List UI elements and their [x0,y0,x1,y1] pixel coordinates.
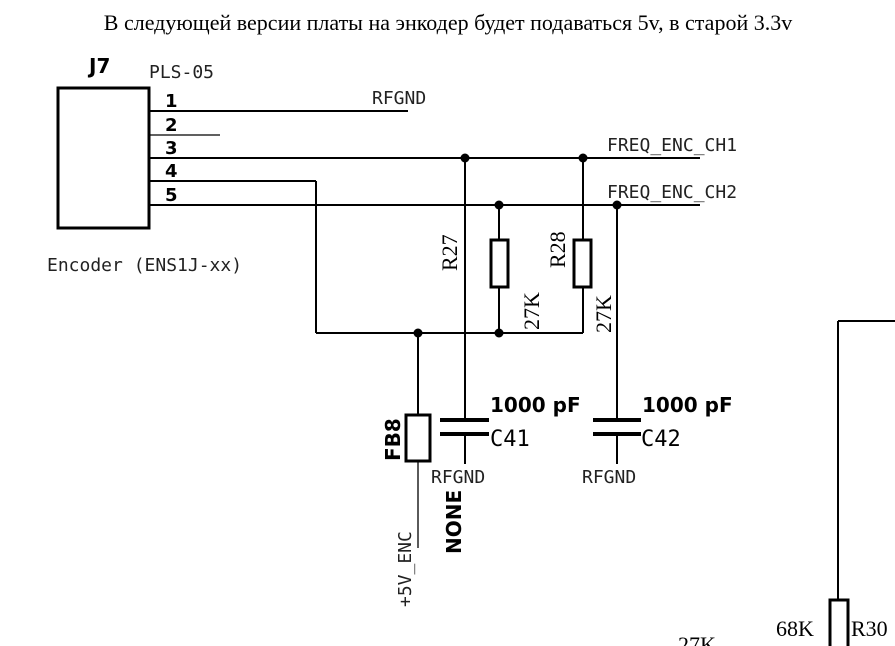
pin-4-label: 4 [165,161,178,182]
junction-dot [612,200,622,210]
junction-dot [413,328,423,338]
resistor-r27: R27 27K [437,205,544,333]
connector-body [56,86,151,230]
junction-dot [578,153,588,163]
c42-value: 1000 pF [642,393,733,417]
capacitor-c42: 1000 pF C42 RFGND [582,205,733,488]
junction-dot [494,328,504,338]
fb8-body [404,413,432,463]
net-label-supply: +5V_ENC [395,531,416,607]
pin-1-label: 1 [165,91,178,112]
net-label-ch2: FREQ_ENC_CH2 [607,182,737,203]
r30-ref: R30 [851,616,888,641]
r27-body [489,238,510,289]
pin-2-label: 2 [165,115,178,136]
net-label-rfgnd-fb: RFGND [431,467,485,488]
r27-ref: R27 [437,234,462,271]
junction-dot [494,200,504,210]
connector-part: PLS-05 [149,62,214,83]
fb8-ref: FB8 [381,418,405,461]
r28-value: 27K [591,295,616,333]
r28-ref: R28 [545,231,570,268]
connector-ref: J7 [87,54,110,78]
r30-value: 68K [776,616,814,641]
r27-value: 27K [519,292,544,330]
r30-body [828,598,850,646]
net-label-ch1: FREQ_ENC_CH1 [607,135,737,156]
r28-body [572,238,593,289]
c42-ref: C42 [641,427,681,452]
net-label-rfgnd-top: RFGND [372,88,426,109]
connector-description: Encoder (ENS1J-xx) [47,255,242,276]
pin-3-label: 3 [165,138,178,159]
c41-ref: C41 [490,427,530,452]
c41-value: 1000 pF [490,393,581,417]
pin-5-label: 5 [165,185,178,206]
ferrite-fb8: FB8 NONE RFGND +5V_ENC [381,333,485,607]
capacitor-c41: 1000 pF C41 [440,158,581,464]
partial-value-label: 27K [678,632,716,646]
net-label-rfgnd-c42: RFGND [582,467,636,488]
fb8-value: NONE [442,490,466,554]
note-text: В следующей версии платы на энкодер буде… [104,10,792,35]
junction-dot [460,153,470,163]
connector-j7: J7 PLS-05 Encoder (ENS1J-xx) 1 2 3 4 5 [47,54,242,276]
resistor-r28: R28 27K [545,158,616,333]
partial-circuit-right: 68K R30 27K [678,320,895,646]
